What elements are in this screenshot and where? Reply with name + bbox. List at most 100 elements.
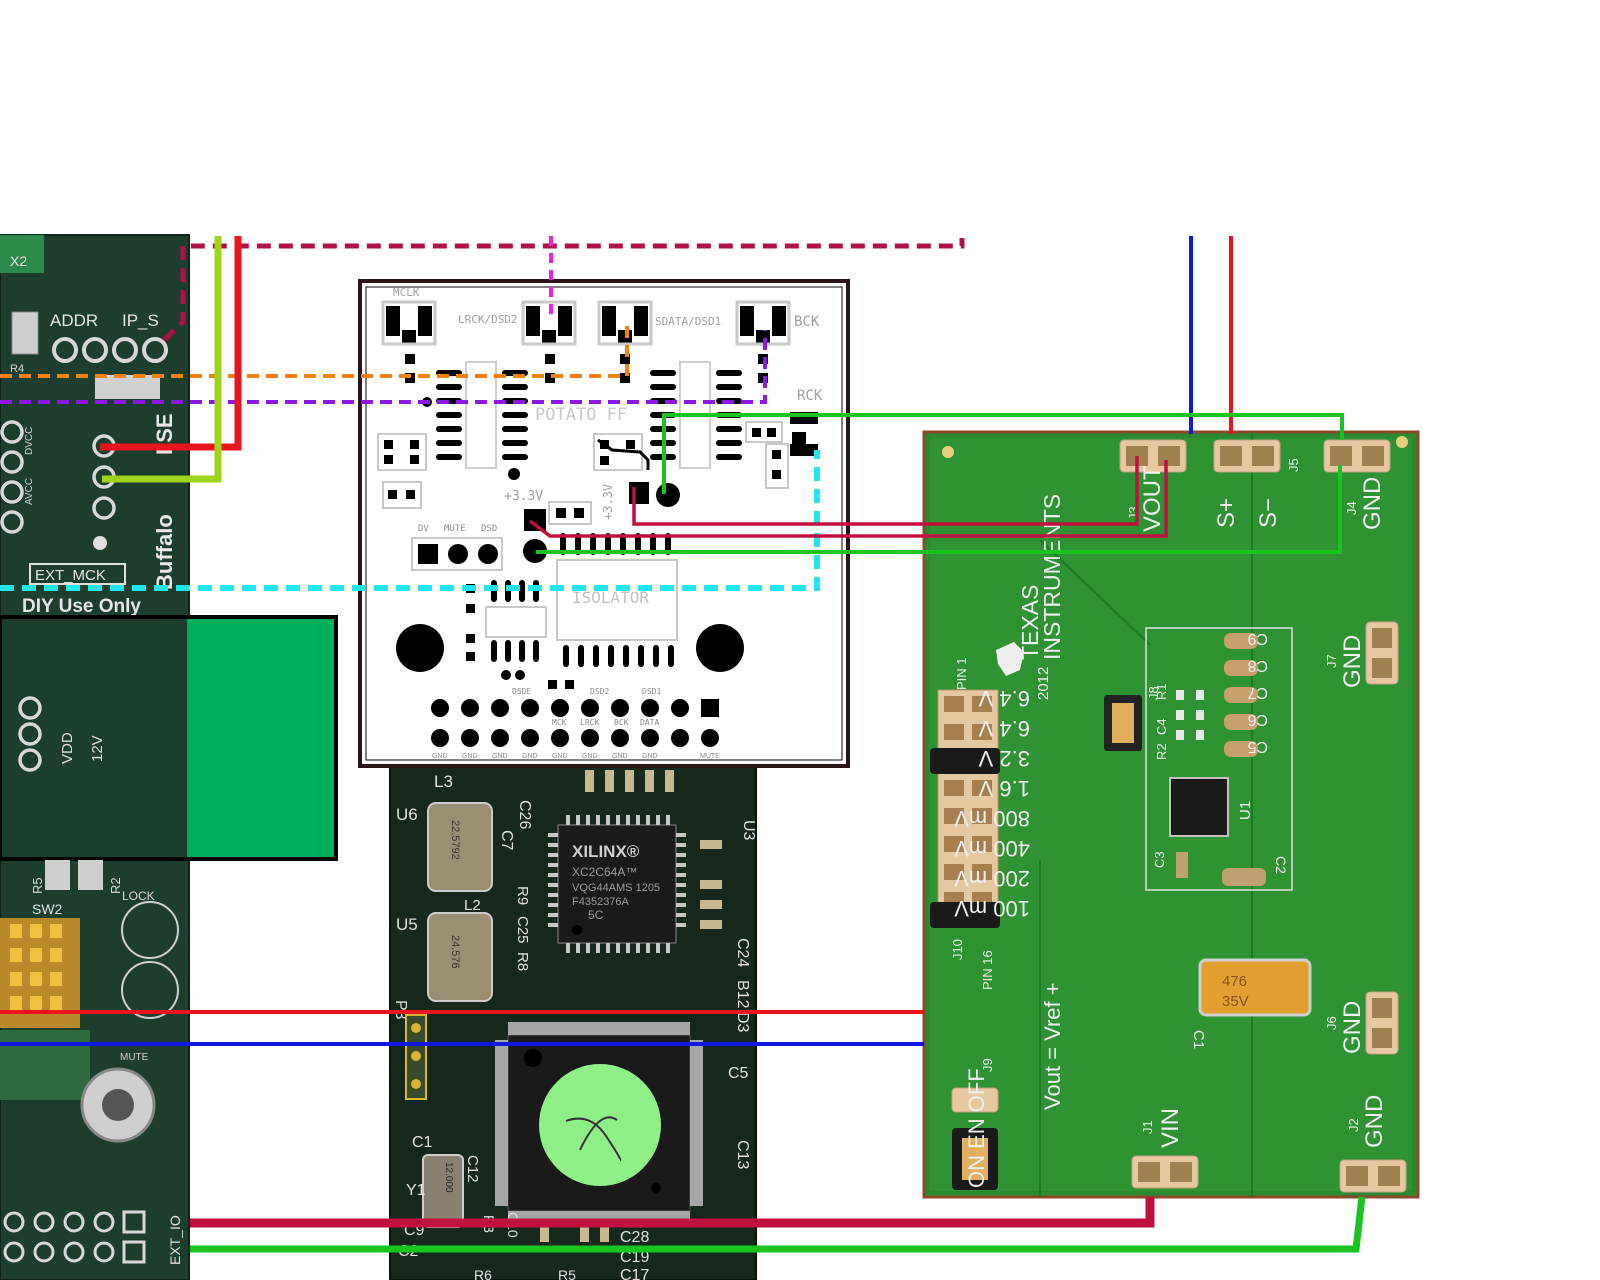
voltage-label: 6.4 V bbox=[978, 716, 1030, 741]
green-block bbox=[187, 619, 334, 857]
resistor bbox=[11, 311, 39, 355]
u6-label: U6 bbox=[396, 805, 418, 824]
power-pad bbox=[524, 509, 546, 531]
c28-label: C28 bbox=[620, 1229, 649, 1246]
gnd-j7-label: GND bbox=[1339, 635, 1366, 688]
pin1-label: PIN 1 bbox=[954, 657, 969, 690]
j2-label: J2 bbox=[1346, 1118, 1361, 1132]
jumper[interactable] bbox=[930, 902, 1000, 928]
vout-label: VOUT bbox=[1139, 465, 1166, 532]
vin-label: VIN bbox=[1157, 1108, 1184, 1148]
chip-grade: 5C bbox=[588, 908, 604, 922]
mute-label: MUTE bbox=[120, 1052, 149, 1063]
ti-board: VOUT J3 S+ S− J5 GND J4 TEXAS INSTRUMENT… bbox=[922, 430, 1420, 1199]
mounting-hole bbox=[696, 624, 744, 672]
wire-orange-dashed bbox=[0, 324, 629, 378]
gnd-j2-connector bbox=[1339, 1159, 1407, 1193]
gnd-j6-connector bbox=[1365, 991, 1399, 1055]
r2-label: R2 bbox=[108, 877, 123, 894]
x2-label: X2 bbox=[10, 253, 27, 269]
isolator-chip bbox=[556, 559, 678, 641]
x2-pad bbox=[0, 235, 44, 273]
osc3-label: 12.000 bbox=[443, 1162, 454, 1193]
voltage-label: 400 mV bbox=[954, 836, 1030, 861]
c1-label: C1 bbox=[1190, 1030, 1207, 1049]
formula-label: Vout = Vref + bbox=[1040, 982, 1065, 1110]
gnd-label: GND bbox=[492, 753, 508, 760]
j10-label: J10 bbox=[950, 939, 965, 960]
c24-label: C24 bbox=[734, 938, 751, 967]
r9-label: R9 bbox=[514, 886, 531, 905]
s-plus-label: S+ bbox=[1213, 498, 1240, 528]
cap-label: C7 bbox=[1247, 684, 1268, 701]
c19-label: C19 bbox=[620, 1249, 649, 1266]
voltage-label: 100 mV bbox=[954, 896, 1030, 921]
voltage-label: 800 mV bbox=[954, 806, 1030, 831]
c4-label: C4 bbox=[1154, 718, 1169, 735]
dsd2-label: DSD2 bbox=[590, 687, 609, 696]
power-pad-round bbox=[523, 539, 547, 563]
dsde-label: DSDE bbox=[512, 687, 531, 696]
chip-pkg: VQG44AMS 1205 bbox=[572, 882, 660, 894]
wire-crimson bbox=[632, 456, 1139, 526]
r5-label: R5 bbox=[30, 877, 45, 894]
potato-title: POTATO FF bbox=[535, 405, 627, 425]
pin-header-top-row bbox=[431, 699, 719, 717]
j5-label: J5 bbox=[1286, 458, 1301, 472]
wire-crimson bbox=[528, 460, 1168, 538]
v33-label: +3.3V bbox=[504, 489, 543, 504]
p3-label: P3 bbox=[392, 1000, 409, 1020]
pin-header-bottom-row bbox=[431, 729, 719, 747]
c1-label: C1 bbox=[412, 1134, 433, 1151]
mck-label: MCK bbox=[552, 718, 567, 727]
wire-red bbox=[100, 236, 242, 451]
wire-green bbox=[536, 465, 1342, 554]
voltage-label: 3.2 V bbox=[978, 746, 1030, 771]
r2-label: R2 bbox=[1154, 743, 1169, 760]
s-minus-label: S− bbox=[1255, 498, 1282, 528]
buffalo-label: Buffalo bbox=[152, 514, 177, 590]
electrolytic-cap bbox=[121, 901, 179, 959]
diy-use-only-label: DIY Use Only bbox=[22, 596, 141, 617]
c2-label: C2 bbox=[1273, 856, 1289, 874]
gnd-label: GND bbox=[642, 753, 658, 760]
c13-label: C13 bbox=[734, 1140, 751, 1169]
gnd-label: GND bbox=[522, 753, 538, 760]
c25-label: C25 bbox=[514, 916, 531, 944]
mclk-label: MCLK bbox=[393, 286, 420, 299]
u5-label: U5 bbox=[396, 915, 418, 934]
wire-cyan-dashed bbox=[0, 450, 820, 591]
ti-brand-line1: TEXAS bbox=[1017, 585, 1043, 660]
voltage-label: 6.4 V bbox=[978, 686, 1030, 711]
r8-label: R8 bbox=[514, 952, 531, 971]
c17-label: C17 bbox=[620, 1267, 649, 1280]
cap-label: C9 bbox=[1247, 630, 1268, 647]
j9-label: J9 bbox=[980, 1058, 995, 1072]
sticker bbox=[539, 1064, 661, 1186]
u3-label: U3 bbox=[740, 820, 757, 841]
voltage-label: 1.6 V bbox=[978, 776, 1030, 801]
dsd1-label: DSD1 bbox=[642, 687, 661, 696]
power-header bbox=[0, 420, 24, 534]
c12-label: C12 bbox=[464, 1155, 481, 1183]
d3-label: D3 bbox=[734, 1012, 751, 1033]
lrck-label: LRCK bbox=[580, 718, 599, 727]
vdd-header bbox=[18, 696, 42, 772]
jumper[interactable] bbox=[930, 748, 1000, 774]
ti-year: 2012 bbox=[1035, 667, 1052, 700]
chip-brand: XILINX® bbox=[572, 842, 640, 861]
r5-fpga-label: R5 bbox=[558, 1267, 576, 1280]
ti-brand-line2: INSTRUMENTS bbox=[1039, 494, 1065, 660]
vin-connector bbox=[1131, 1155, 1199, 1189]
j6-label: J6 bbox=[1324, 1016, 1339, 1030]
ip-s-label: IP_S bbox=[122, 311, 159, 330]
gnd-label: GND bbox=[462, 753, 478, 760]
lock-label: LOCK bbox=[122, 889, 155, 903]
wire-black bbox=[597, 438, 650, 470]
wire-crimson bbox=[190, 1197, 1155, 1228]
bck-header-label: BCK bbox=[614, 718, 629, 727]
wire-purple-dashed bbox=[0, 330, 767, 404]
bck-label: BCK bbox=[794, 314, 820, 330]
j4-label: J4 bbox=[1344, 501, 1359, 515]
